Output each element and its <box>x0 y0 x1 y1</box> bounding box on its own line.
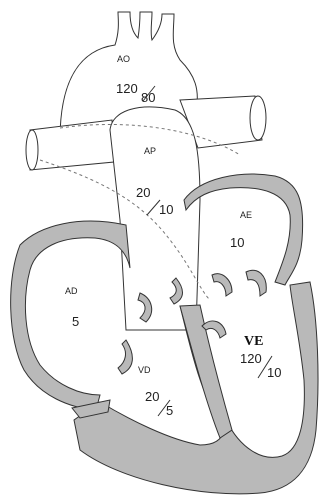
right-atrium-wall <box>11 221 130 410</box>
pressure-ao-top: 120 <box>116 81 138 96</box>
pressure-ad: 5 <box>72 314 79 329</box>
tricuspid-valve-lower <box>118 340 132 374</box>
pressure-ve-top: 120 <box>240 351 262 366</box>
pulmonary-artery <box>110 107 200 330</box>
label-ao: AO <box>117 54 130 64</box>
pressure-ap-top: 20 <box>136 185 150 200</box>
pressure-ae: 10 <box>230 235 244 250</box>
label-ae: AE <box>240 210 252 220</box>
pulmonary-branch-left <box>30 120 114 170</box>
pressure-vd-bottom: 5 <box>166 403 173 418</box>
label-ap: AP <box>144 146 156 156</box>
left-atrium-wall <box>184 174 303 285</box>
pulmonary-branch-opening <box>26 130 38 170</box>
pulmonary-branch-right-opening <box>250 96 266 140</box>
mitral-valve-right <box>246 270 266 296</box>
label-ve: VE <box>244 334 263 349</box>
mitral-valve-left <box>212 274 232 296</box>
label-ad: AD <box>65 286 78 296</box>
pressure-vd-top: 20 <box>145 389 159 404</box>
pressure-ap-bottom: 10 <box>159 202 173 217</box>
pressure-ve-bottom: 10 <box>267 365 281 380</box>
pressure-ao-bottom: 80 <box>141 90 155 105</box>
label-vd: VD <box>138 365 151 375</box>
